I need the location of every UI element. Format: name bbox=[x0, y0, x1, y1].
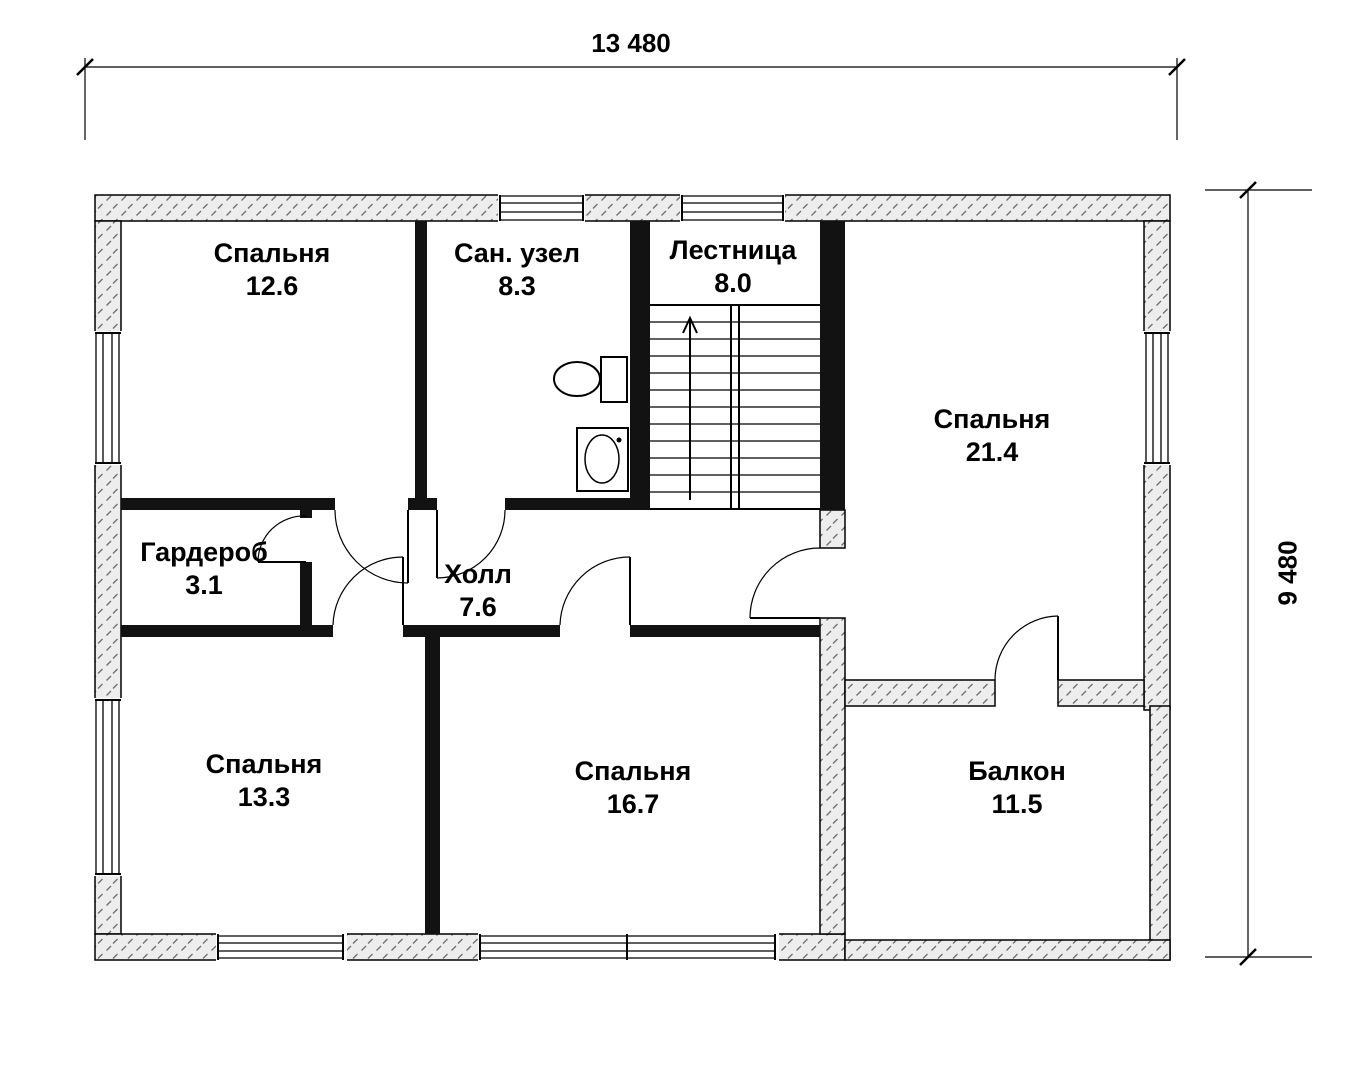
room-area: 7.6 bbox=[459, 592, 497, 622]
doors bbox=[257, 509, 1059, 681]
room-name: Спальня bbox=[213, 238, 331, 268]
door-bathroom bbox=[436, 509, 506, 579]
wall-stairs-right bbox=[820, 221, 845, 510]
room-area: 8.3 bbox=[498, 271, 536, 301]
interior-walls bbox=[121, 221, 845, 934]
sink-icon bbox=[576, 427, 629, 492]
room-name: Спальня bbox=[574, 756, 692, 786]
room-area: 3.1 bbox=[185, 570, 223, 600]
wall-hall-bottom-3 bbox=[440, 625, 560, 637]
room-area: 8.0 bbox=[714, 268, 752, 298]
dimension-width-line bbox=[76, 58, 1186, 140]
dimension-height-line bbox=[1205, 181, 1312, 966]
wall-wardrobe-right-lower bbox=[300, 562, 312, 625]
wall-bedroom126-bottom bbox=[121, 498, 335, 510]
room-name: Холл bbox=[444, 559, 512, 589]
door-bedroom-12-6 bbox=[334, 509, 409, 584]
window-left-upper bbox=[93, 331, 123, 465]
room-name: Спальня bbox=[205, 749, 323, 779]
wall-hall-right-upper bbox=[819, 509, 846, 549]
dimension-height-label: 9 480 bbox=[1272, 540, 1303, 606]
door-bedroom-21-4 bbox=[749, 547, 821, 619]
room-label-bedroom-right: Спальня 21.4 bbox=[934, 403, 1051, 469]
wall-top bbox=[94, 194, 1171, 222]
wall-bathroom-bottom-left bbox=[408, 498, 437, 510]
room-name: Гардероб bbox=[140, 537, 268, 567]
wall-wardrobe-right-upper bbox=[300, 510, 312, 518]
staircase bbox=[650, 304, 820, 510]
wall-bedroom-balcony-left bbox=[844, 679, 996, 707]
room-name: Балкон bbox=[968, 756, 1066, 786]
room-label-bathroom: Сан. узел 8.3 bbox=[454, 237, 580, 303]
balcony-parapet-bottom bbox=[844, 939, 1171, 961]
stairs-direction-arrow bbox=[682, 315, 698, 500]
wall-stairs-left bbox=[630, 221, 650, 510]
windows bbox=[93, 193, 1172, 962]
room-area: 12.6 bbox=[245, 271, 299, 301]
window-bottom-center bbox=[478, 932, 779, 962]
room-name: Лестница bbox=[669, 235, 797, 265]
dimension-width-label: 13 480 bbox=[591, 28, 671, 58]
door-bedroom-13-3 bbox=[332, 556, 404, 626]
room-label-bedroom-bottom-center: Спальня 16.7 bbox=[575, 755, 692, 821]
room-name: Спальня bbox=[933, 404, 1051, 434]
room-label-bedroom-top-left: Спальня 12.6 bbox=[214, 237, 331, 303]
room-label-hall: Холл 7.6 bbox=[444, 558, 512, 624]
room-label-wardrobe: Гардероб 3.1 bbox=[140, 536, 268, 602]
window-right-bedroom bbox=[1142, 331, 1172, 465]
window-left-lower bbox=[93, 698, 123, 876]
wall-hall-right-lower bbox=[819, 617, 846, 935]
wall-bathroom-bottom-right bbox=[505, 498, 630, 510]
room-area: 13.3 bbox=[237, 782, 291, 812]
balcony-parapet-right bbox=[1149, 705, 1171, 961]
room-area: 11.5 bbox=[991, 789, 1043, 819]
dimension-lines bbox=[76, 58, 1312, 966]
room-area: 21.4 bbox=[965, 437, 1019, 467]
wall-hall-bottom-4 bbox=[630, 625, 820, 637]
window-top-bathroom bbox=[498, 193, 585, 223]
room-area: 16.7 bbox=[606, 789, 660, 819]
window-top-stairs bbox=[680, 193, 785, 223]
door-bedroom-16-7 bbox=[559, 556, 631, 626]
door-balcony bbox=[994, 615, 1059, 681]
toilet-icon bbox=[553, 356, 628, 403]
wall-bedrooms-divider bbox=[425, 625, 440, 934]
wall-right bbox=[1143, 220, 1171, 711]
room-label-balcony: Балкон 11.5 bbox=[968, 755, 1066, 821]
window-bottom-left bbox=[216, 932, 347, 962]
door-wardrobe bbox=[257, 515, 307, 563]
wall-hall-bottom-1 bbox=[121, 625, 333, 637]
room-label-bedroom-bottom-left: Спальня 13.3 bbox=[206, 748, 323, 814]
wall-bedroom-balcony-right bbox=[1057, 679, 1145, 707]
room-name: Сан. узел bbox=[453, 238, 581, 268]
wall-bedroom-bathroom bbox=[415, 221, 427, 498]
room-label-stairs: Лестница 8.0 bbox=[670, 234, 797, 300]
